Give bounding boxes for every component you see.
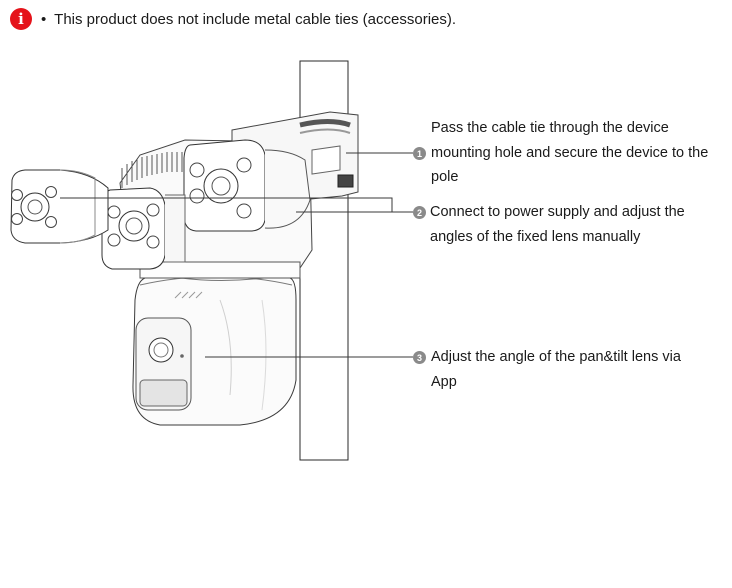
- ptz-camera: [132, 276, 297, 426]
- info-icon: i: [10, 8, 32, 30]
- fixed-camera-top: [183, 139, 311, 232]
- callout-2-text: Connect to power supply and adjust the a…: [430, 204, 685, 245]
- callout-badge-3: 3: [413, 351, 426, 364]
- notice: i • This product does not include metal …: [10, 8, 456, 30]
- fixed-camera-left: [10, 169, 109, 244]
- callout-badge-2: 2: [413, 206, 426, 219]
- notice-label: This product does not include metal cabl…: [54, 10, 457, 28]
- callout-1-text: Pass the cable tie through the device mo…: [431, 120, 709, 185]
- notice-bullet: •: [41, 10, 47, 28]
- leader-line-2: [60, 197, 413, 213]
- callout-badge-1: 1: [413, 147, 426, 160]
- callout-3-text: Adjust the angle of the pan&tilt lens vi…: [431, 349, 681, 390]
- fixed-camera-middle: [101, 187, 186, 270]
- notice-text: • This product does not include metal ca…: [41, 11, 456, 28]
